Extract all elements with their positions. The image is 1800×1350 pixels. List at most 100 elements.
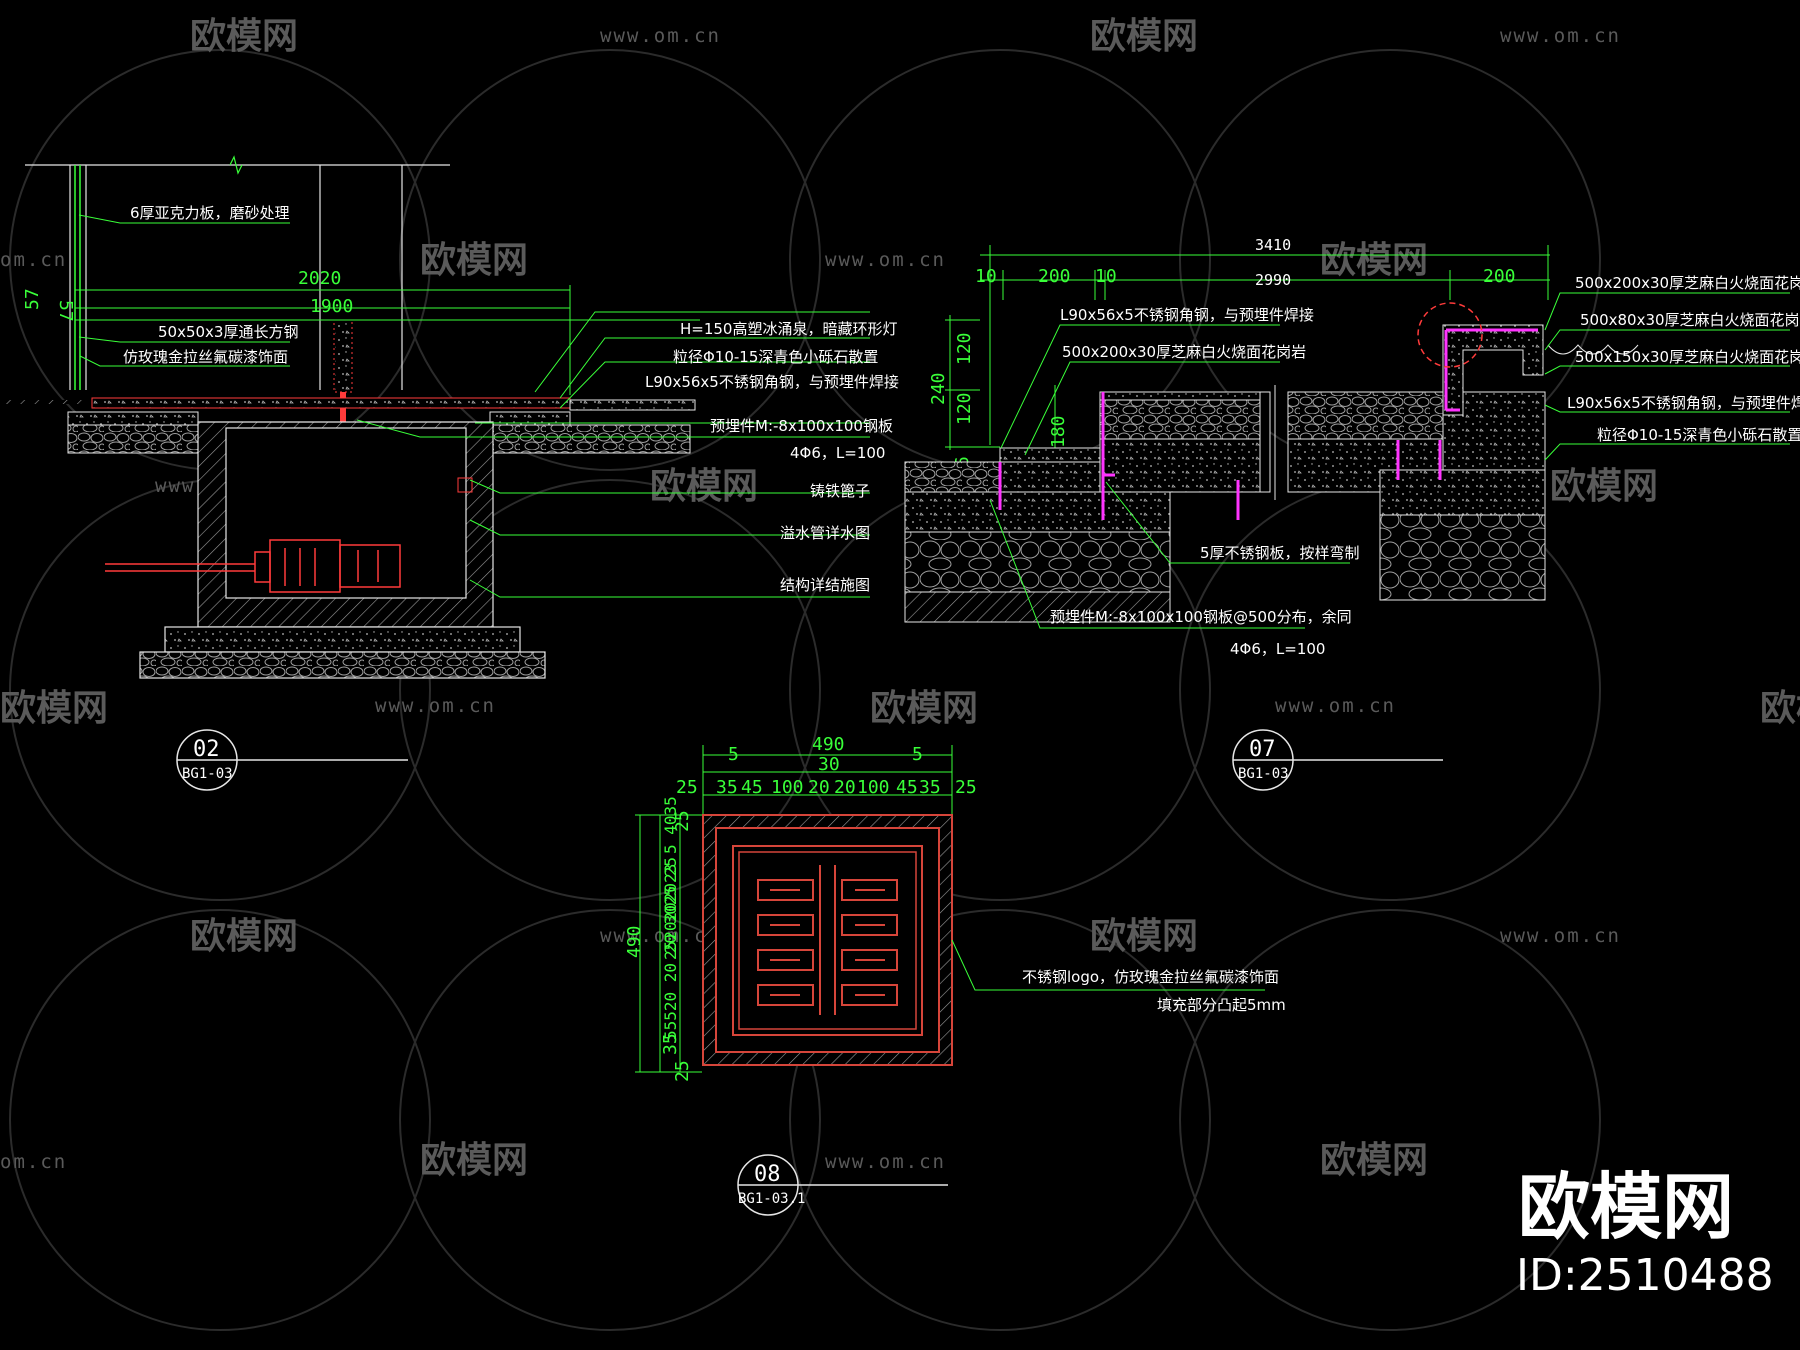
dim-stack-left: 2520202023 5 4035 — [661, 796, 680, 960]
label-steel-tube: 50x50x3厚通长方钢 — [158, 323, 298, 341]
detail-tag-07: 07 BG1-03 — [1232, 729, 1443, 791]
detail-number: 07 — [1249, 737, 1276, 762]
watermark-brand: 欧模网 — [1550, 466, 1658, 507]
watermark-brand: 欧模网 — [190, 916, 298, 957]
detail-tag-02: 02 BG1-03 — [176, 729, 408, 791]
label-angle-steel: L90x56x5不锈钢角钢，与预埋件焊接 — [645, 373, 899, 391]
brand-name: 欧模网 — [1518, 1165, 1734, 1249]
label-stainless-plate: 5厚不锈钢板，按样弯制 — [1200, 544, 1360, 562]
detail-number: 02 — [193, 737, 220, 762]
watermark-url: www.om.cn — [825, 249, 946, 271]
dim-5b: 5 — [912, 744, 923, 765]
label-angle-steel-07: L90x56x5不锈钢角钢，与预埋件焊接 — [1060, 306, 1314, 324]
dim-20b: 20 — [834, 777, 856, 798]
dim-5a: 5 — [728, 744, 739, 765]
watermark-url: om.cn — [0, 1151, 67, 1173]
dim-20a: 20 — [808, 777, 830, 798]
label-rebar-07: 4Φ6，L=100 — [1230, 640, 1325, 658]
watermark-brand: 欧模网 — [190, 16, 298, 57]
watermark-brand: 欧模网 — [1320, 240, 1428, 281]
watermark-brand: 欧模网 — [870, 688, 978, 729]
detail-07: 3410 2990 10 200 10 200 240 120 120 180 … — [904, 236, 1800, 791]
stainless-plate — [998, 392, 1240, 520]
dim-100b: 100 — [857, 777, 890, 798]
watermark-url: om.cn — [0, 249, 67, 271]
dim-200a: 200 — [1038, 266, 1071, 287]
label-acrylic: 6厚亚克力板，磨砂处理 — [130, 204, 290, 222]
label-grate: 铸铁篦子 — [810, 482, 870, 500]
dim-10a: 10 — [975, 266, 997, 287]
detail-sheet: BG1-03 — [182, 766, 233, 782]
watermark-brand: 欧模网 — [0, 688, 108, 729]
watermark-brand: 欧模网 — [1760, 688, 1800, 729]
dim-45a: 45 — [741, 777, 763, 798]
label-embed-plate: 预埋件M:-8x100x100钢板 — [710, 417, 893, 435]
label-rose-gold: 仿玫瑰金拉丝氟碳漆饰面 — [123, 348, 288, 366]
label-gravel: 粒径Φ10-15深青色小砾石散置 — [673, 348, 878, 366]
dim-35b: 35 — [919, 777, 941, 798]
detail-sheet: BG1-03.1 — [738, 1191, 805, 1207]
label-granite-top: 500x200x30厚芝麻白火烧面花岗岩 — [1575, 274, 1800, 292]
watermark-url: www.om.cn — [375, 695, 496, 717]
dim-120b: 120 — [954, 392, 975, 425]
detail-number: 08 — [754, 1162, 781, 1187]
detail-sheet: BG1-03 — [1238, 766, 1289, 782]
dim-57: 57 — [55, 300, 76, 322]
logo-plate — [702, 814, 953, 1066]
logo-glyph — [757, 865, 898, 1015]
watermark-brand: 欧模网 — [1090, 16, 1198, 57]
dim-2990: 2990 — [1255, 271, 1291, 289]
detail-02: 2020 1900 57 57 — [0, 155, 899, 791]
dim-57-b: 57 — [22, 288, 43, 310]
watermark-url: www.om.cn — [600, 925, 721, 947]
dim-25-left-b: 25 — [672, 1060, 693, 1082]
dim-25-left: 25 — [672, 810, 693, 832]
label-granite-500x200: 500x200x30厚芝麻白火烧面花岗岩 — [1062, 343, 1306, 361]
detail-tag-08: 08 BG1-03.1 — [737, 1154, 948, 1216]
dim-35a: 35 — [716, 777, 738, 798]
detail-08: 490 5 30 5 25 35 45 100 20 20 100 45 35 … — [624, 734, 1286, 1216]
dim-200b: 200 — [1483, 266, 1516, 287]
watermark-url: www.om.cn — [600, 25, 721, 47]
label-structure: 结构详结施图 — [780, 576, 870, 594]
dim-120a: 120 — [954, 332, 975, 365]
label-fountain: H=150高塑冰涌泉，暗藏环形灯 — [680, 320, 897, 338]
pump-icon — [105, 539, 401, 593]
dim-490-top: 490 — [812, 734, 845, 755]
label-embed-plate-07: 预埋件M:-8x100x100钢板@500分布，余同 — [1050, 608, 1352, 626]
watermark-brand: 欧模网 — [650, 466, 758, 507]
watermark-url: www.om.cn — [1500, 25, 1621, 47]
dim-100a: 100 — [771, 777, 804, 798]
label-logo: 不锈钢logo，仿玫瑰金拉丝氟碳漆饰面 — [1022, 968, 1279, 986]
watermark-logos: 欧模网 www.om.cn 欧模网 www.om.cn om.cn 欧模网 ww… — [0, 16, 1800, 1181]
watermark-url: www.om.cn — [825, 1151, 946, 1173]
dim-1900: 1900 — [310, 296, 353, 317]
watermark-url: www.om.cn — [1275, 695, 1396, 717]
dim-180: 180 — [1048, 415, 1069, 448]
label-rebar: 4Φ6，L=100 — [790, 444, 885, 462]
dim-45b: 45 — [896, 777, 918, 798]
label-granite-500x150: 500x150x30厚芝麻白火烧面花岗岩 — [1575, 348, 1800, 366]
watermark-brand: 欧模网 — [420, 1140, 528, 1181]
label-granite-500x80: 500x80x30厚芝麻白火烧面花岗岩 — [1580, 311, 1800, 329]
dim-25b: 25 — [955, 777, 977, 798]
dim-35-left: 35 — [660, 1033, 681, 1055]
label-overflow: 溢水管详水图 — [780, 524, 870, 542]
watermark-brand: 欧模网 — [1320, 1140, 1428, 1181]
brand-mark: 欧模网 ID:2510488 — [1516, 1165, 1774, 1301]
watermark-brand: 欧模网 — [420, 240, 528, 281]
watermark-url: www.om.cn — [1500, 925, 1621, 947]
highlight-circle — [1417, 302, 1483, 368]
dim-490-left: 490 — [624, 925, 645, 958]
label-gravel-right: 粒径Φ10-15深青色小砾石散置 — [1597, 426, 1800, 444]
brand-id: ID:2510488 — [1516, 1250, 1774, 1301]
dim-3410: 3410 — [1255, 236, 1291, 254]
label-angle-steel-right: L90x56x5不锈钢角钢，与预埋件焊接 — [1567, 394, 1800, 412]
dim-25a: 25 — [676, 777, 698, 798]
dim-30: 30 — [818, 754, 840, 775]
watermark-brand: 欧模网 — [1090, 916, 1198, 957]
dim-10b: 10 — [1095, 266, 1117, 287]
dim-240: 240 — [928, 372, 949, 405]
label-fill-raised: 填充部分凸起5mm — [1157, 996, 1286, 1014]
